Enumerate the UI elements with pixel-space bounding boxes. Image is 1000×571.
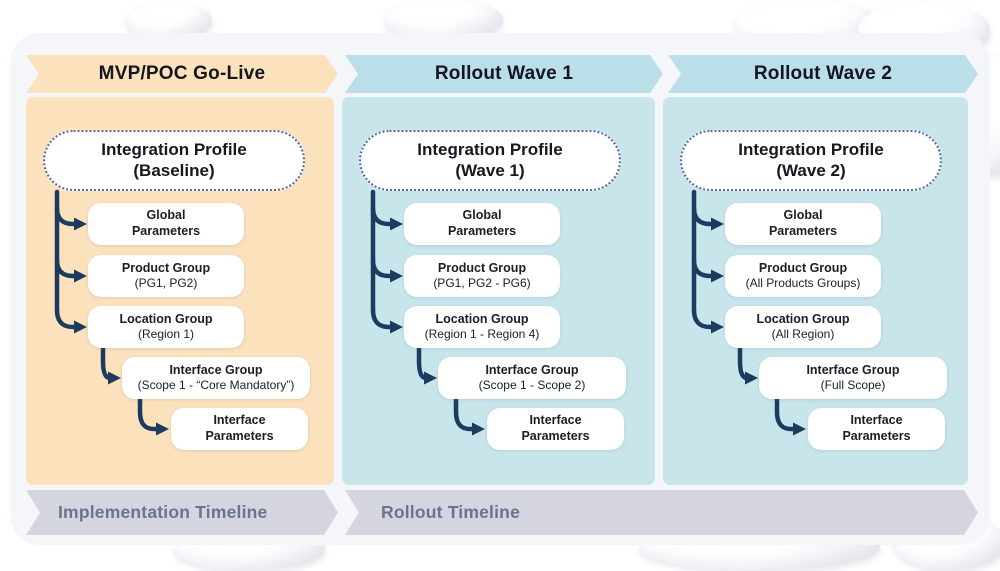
implementation-timeline-banner: Implementation Timeline <box>26 490 338 535</box>
column-header-wave1: Rollout Wave 1 <box>345 55 663 93</box>
integration-profile-box: Integration Profile (Baseline) <box>43 130 305 191</box>
profile-title: Integration Profile <box>101 140 247 160</box>
profile-subtitle: (Baseline) <box>133 160 215 180</box>
node-global-parameters: Global Parameters <box>404 203 560 245</box>
column-header-label: Rollout Wave 1 <box>434 63 574 84</box>
node-interface-group: Interface Group (Scope 1 - “Core Mandato… <box>122 357 310 399</box>
profile-title: Integration Profile <box>738 140 884 160</box>
node-interface-parameters: Interface Parameters <box>171 408 308 450</box>
profile-subtitle: (Wave 2) <box>776 160 846 180</box>
implementation-timeline-label: Implementation Timeline <box>58 502 268 522</box>
connector-arrows <box>370 189 485 436</box>
connector-arrows <box>691 189 806 436</box>
profile-title: Integration Profile <box>417 140 563 160</box>
node-global-parameters: Global Parameters <box>725 203 881 245</box>
node-interface-group: Interface Group (Scope 1 - Scope 2) <box>438 357 626 399</box>
column-header-label: MVP/POC Go-Live <box>98 63 266 84</box>
node-location-group: Location Group (All Region) <box>725 306 881 348</box>
node-interface-parameters: Interface Parameters <box>808 408 945 450</box>
node-product-group: Product Group (All Products Groups) <box>725 255 881 297</box>
connector-arrows <box>54 189 169 436</box>
node-interface-parameters: Interface Parameters <box>487 408 624 450</box>
node-location-group: Location Group (Region 1 - Region 4) <box>404 306 560 348</box>
column-header-wave2: Rollout Wave 2 <box>668 55 978 93</box>
node-global-parameters: Global Parameters <box>88 203 244 245</box>
column-body-wave1: Integration Profile (Wave 1) Global Para… <box>342 97 655 485</box>
node-interface-group: Interface Group (Full Scope) <box>759 357 947 399</box>
integration-profile-box: Integration Profile (Wave 1) <box>359 130 621 191</box>
node-product-group: Product Group (PG1, PG2) <box>88 255 244 297</box>
column-body-mvp: Integration Profile (Baseline) Global Pa… <box>26 97 334 485</box>
rollout-timeline-banner: Rollout Timeline <box>345 490 978 535</box>
profile-subtitle: (Wave 1) <box>455 160 525 180</box>
integration-profile-box: Integration Profile (Wave 2) <box>680 130 942 191</box>
node-location-group: Location Group (Region 1) <box>88 306 244 348</box>
column-body-wave2: Integration Profile (Wave 2) Global Para… <box>663 97 968 485</box>
column-header-label: Rollout Wave 2 <box>753 63 893 84</box>
rollout-timeline-label: Rollout Timeline <box>381 502 520 522</box>
node-product-group: Product Group (PG1, PG2 - PG6) <box>404 255 560 297</box>
column-header-mvp: MVP/POC Go-Live <box>26 55 338 93</box>
